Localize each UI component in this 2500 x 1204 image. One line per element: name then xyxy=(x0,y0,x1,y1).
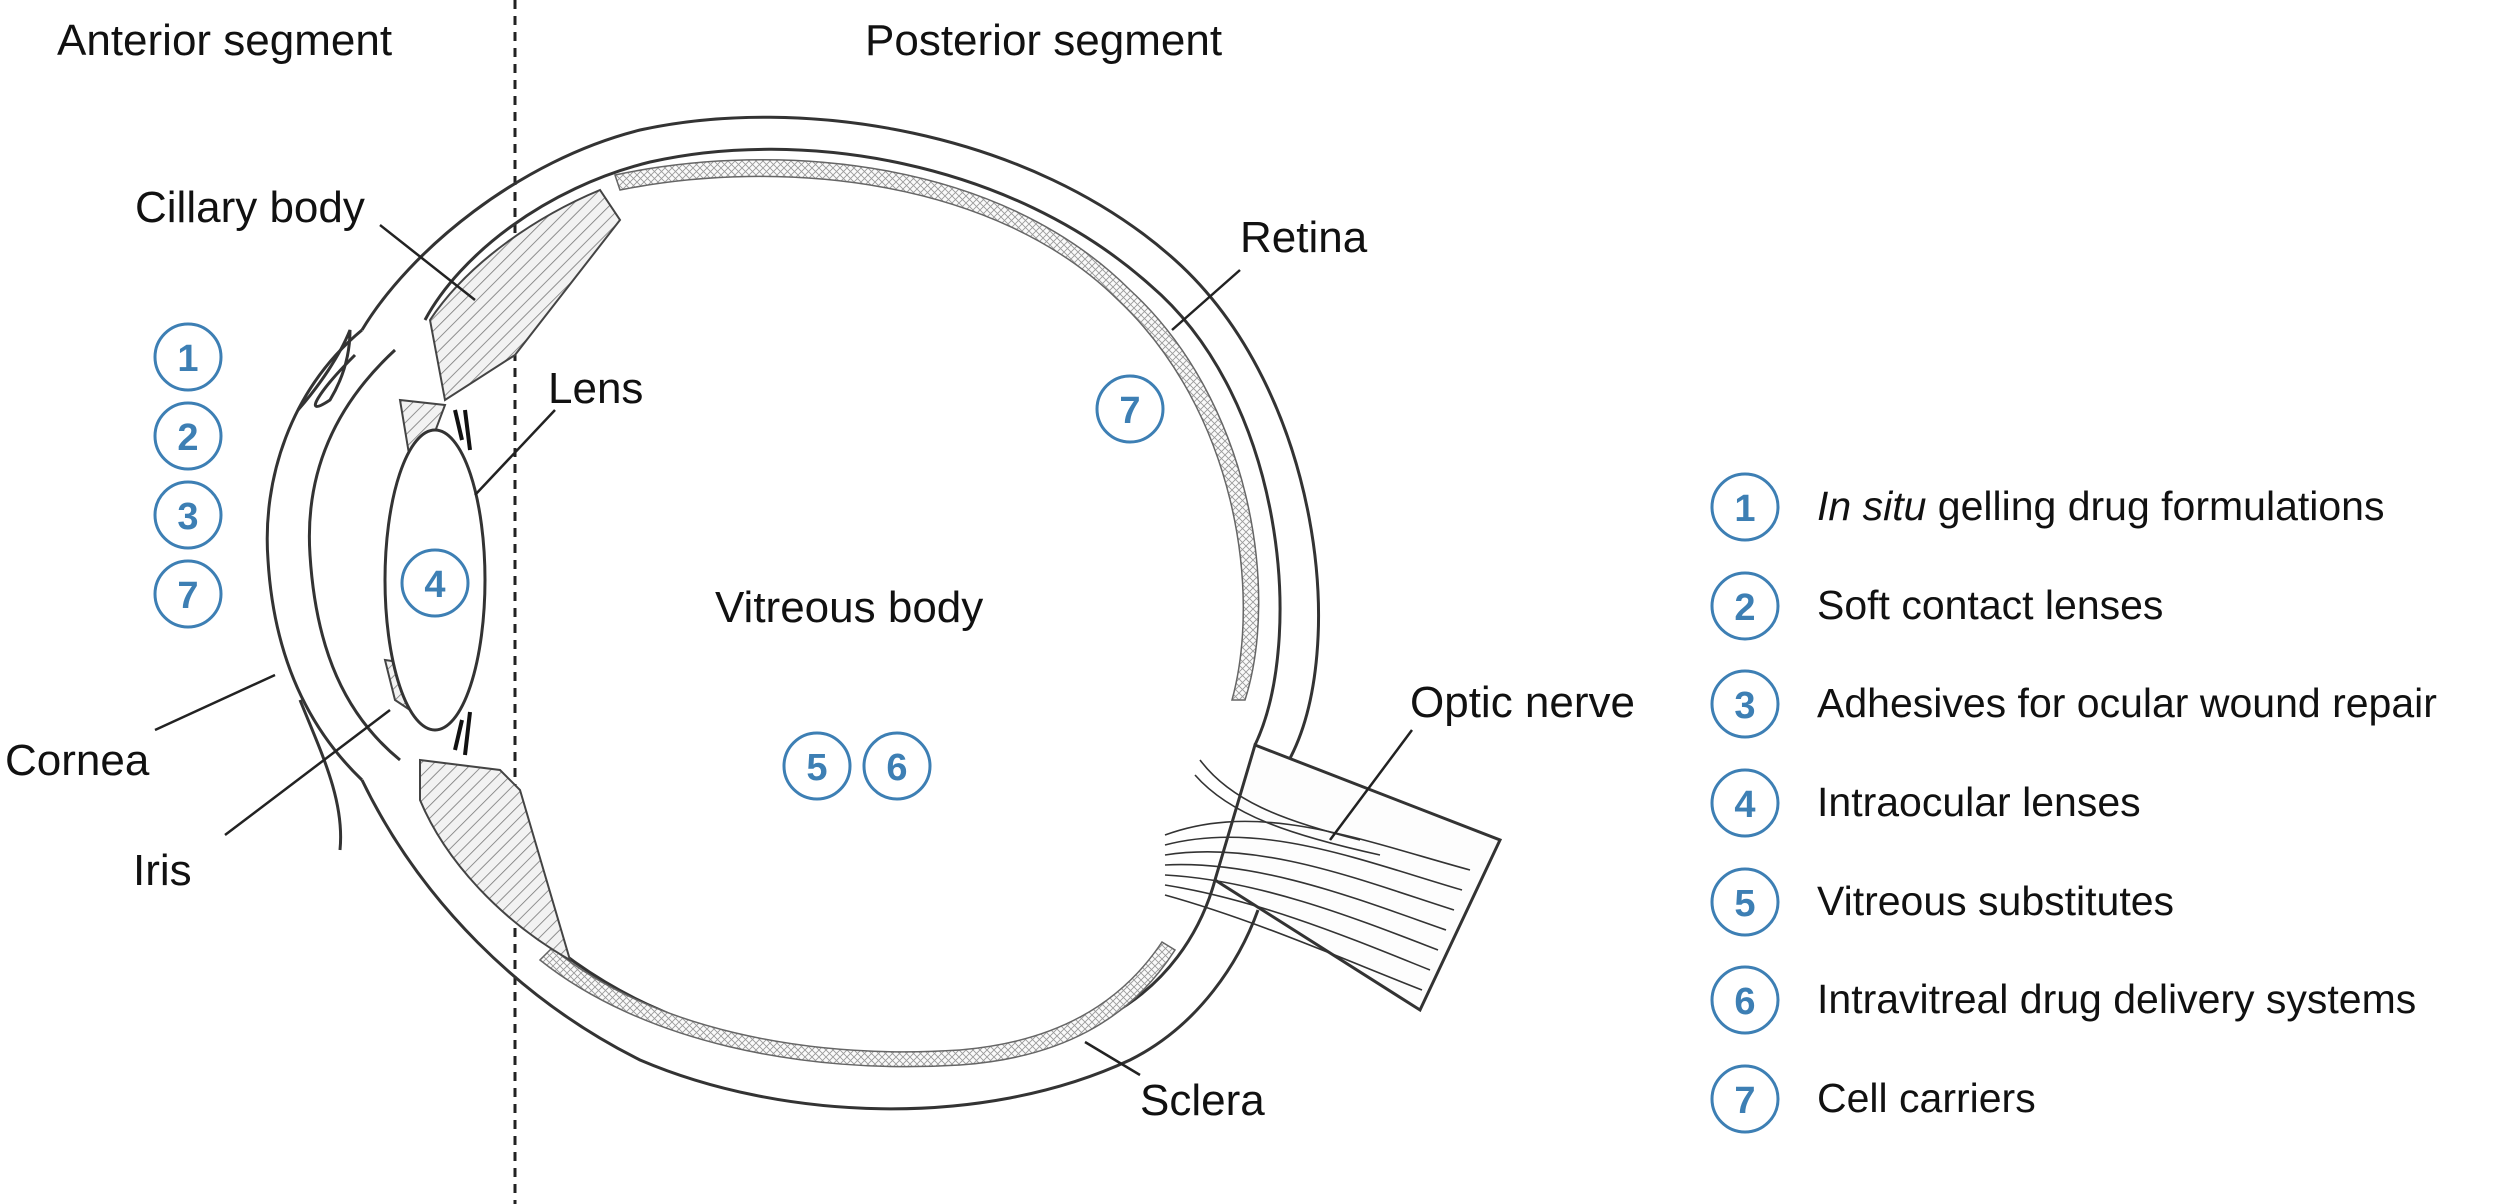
eyelid-lower xyxy=(298,699,343,851)
badge-vitreous-6: 6 xyxy=(862,731,932,801)
pointer-ciliary xyxy=(379,224,476,301)
badge-retina-7: 7 xyxy=(1095,374,1165,444)
svg-text:5: 5 xyxy=(806,747,827,789)
svg-text:4: 4 xyxy=(1734,784,1755,826)
badge-cornea-3: 3 xyxy=(153,480,223,550)
pointer-cornea xyxy=(154,673,276,732)
eyelid-upper xyxy=(296,329,357,411)
legend-item-1-italic: In situ xyxy=(1817,483,1926,529)
badge-vitreous-5: 5 xyxy=(782,731,852,801)
retina-layer xyxy=(614,159,1260,701)
badge-cornea-7: 7 xyxy=(153,559,223,629)
optic-nerve-label: Optic nerve xyxy=(1410,678,1635,727)
pointer-lens xyxy=(474,409,556,496)
badge-cornea-2: 2 xyxy=(153,401,223,471)
svg-text:7: 7 xyxy=(1119,390,1140,432)
legend-item-3: 3 Adhesives for ocular wound repair xyxy=(1710,669,2437,739)
legend-item-4-label: Intraocular lenses xyxy=(1817,779,2141,825)
vitreous-body-label: Vitreous body xyxy=(715,583,983,632)
legend-item-1: 1 In situ gelling drug formulations xyxy=(1710,472,2384,542)
pointer-iris xyxy=(224,709,391,836)
legend-item-6-label: Intravitreal drug delivery systems xyxy=(1817,976,2416,1022)
ciliary-body-lower xyxy=(419,758,572,963)
badge-cornea-1: 1 xyxy=(153,322,223,392)
legend-item-3-label: Adhesives for ocular wound repair xyxy=(1817,680,2437,726)
zonules xyxy=(453,409,472,756)
svg-text:2: 2 xyxy=(177,417,198,459)
badge-lens-4: 4 xyxy=(400,548,470,618)
legend-item-7: 7 Cell carriers xyxy=(1710,1064,2036,1134)
svg-text:In situ gelling drug formulati: In situ gelling drug formulations xyxy=(1817,483,2384,529)
pointer-retina xyxy=(1171,269,1241,331)
legend-item-2-label: Soft contact lenses xyxy=(1817,582,2163,628)
pointer-optic xyxy=(1328,729,1414,841)
lens-label: Lens xyxy=(548,364,643,413)
sclera-outer xyxy=(360,115,1321,1111)
legend-item-6: 6 Intravitreal drug delivery systems xyxy=(1710,965,2416,1035)
svg-text:1: 1 xyxy=(1734,488,1755,530)
svg-text:2: 2 xyxy=(1734,587,1755,629)
iris-label: Iris xyxy=(133,846,192,895)
svg-text:6: 6 xyxy=(1734,981,1755,1023)
legend-item-2: 2 Soft contact lenses xyxy=(1710,571,2163,641)
retina-label: Retina xyxy=(1240,213,1368,262)
svg-text:4: 4 xyxy=(424,564,445,606)
posterior-segment-label: Posterior segment xyxy=(865,16,1222,65)
ciliary-body-label: Cillary body xyxy=(135,183,365,232)
svg-text:3: 3 xyxy=(177,496,198,538)
legend-item-4: 4 Intraocular lenses xyxy=(1710,768,2141,838)
legend-item-5-label: Vitreous substitutes xyxy=(1817,878,2174,924)
pointer-sclera xyxy=(1084,1040,1141,1077)
svg-text:5: 5 xyxy=(1734,883,1755,925)
svg-text:7: 7 xyxy=(1734,1080,1755,1122)
svg-text:1: 1 xyxy=(177,338,198,380)
svg-text:3: 3 xyxy=(1734,685,1755,727)
sclera-label: Sclera xyxy=(1140,1076,1265,1125)
legend: 1 In situ gelling drug formulations 2 So… xyxy=(1710,472,2437,1134)
cornea-inner xyxy=(307,348,401,762)
retina-layer-lower xyxy=(538,940,1177,1068)
cornea-outline xyxy=(265,328,364,782)
svg-text:7: 7 xyxy=(177,575,198,617)
optic-nerve-fibers xyxy=(1164,759,1471,991)
svg-text:6: 6 xyxy=(886,747,907,789)
anterior-segment-label: Anterior segment xyxy=(57,16,392,65)
ciliary-body-upper xyxy=(428,188,622,402)
legend-item-1-label: gelling drug formulations xyxy=(1926,483,2384,529)
legend-item-7-label: Cell carriers xyxy=(1817,1075,2036,1121)
optic-nerve xyxy=(1213,743,1503,1013)
legend-item-5: 5 Vitreous substitutes xyxy=(1710,867,2174,937)
cornea-label: Cornea xyxy=(5,736,150,785)
